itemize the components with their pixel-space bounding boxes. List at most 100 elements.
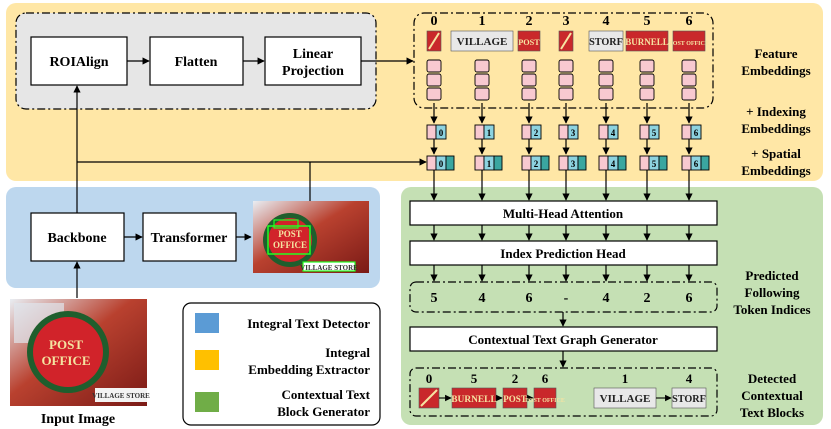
block1-index-2: 2 [512, 371, 519, 386]
token-crop-text-b1-3: POST OFFICE [525, 398, 565, 404]
spatial-emb-feature-5 [639, 155, 650, 171]
index-emb-label-1: 1 [487, 128, 492, 138]
legend-swatch-generator [195, 392, 219, 412]
index-emb-feature-5 [639, 124, 650, 140]
indexing-embeddings-label-1: + Indexing [746, 104, 806, 119]
token-index-5: 5 [644, 14, 651, 29]
index-emb-index-5 [648, 124, 660, 140]
feature-cell-6-0 [681, 59, 697, 73]
linear-projection-block [264, 36, 362, 86]
token-crop-text-b1-2: POST [503, 394, 527, 404]
feature-cell-1-1 [474, 73, 490, 87]
feature-cell-3-2 [558, 87, 574, 101]
token-crop-b2-0: VILLAGE [593, 387, 657, 409]
feature-cell-3-0 [558, 59, 574, 73]
backbone-label: Backbone [47, 231, 106, 246]
svg-text:OFFICE: OFFICE [273, 240, 307, 250]
index-emb-label-6: 6 [694, 128, 699, 138]
feature-cell-6-1 [681, 73, 697, 87]
predicted-index-4: 4 [603, 291, 610, 306]
spatial-emb-label-5: 5 [652, 159, 657, 169]
index-emb-label-0: 0 [439, 128, 444, 138]
legend-label-detector: Integral Text Detector [247, 316, 370, 331]
token-crop-b1-1: BURNELL [451, 387, 497, 409]
spatial-emb-spatial-3 [577, 155, 587, 171]
token-crop-6: POST OFFICE [669, 30, 709, 52]
spatial-emb-label-3: 3 [571, 159, 576, 169]
predicted-indices-label-1: Predicted [745, 268, 799, 283]
feature-cell-3-1 [558, 73, 574, 87]
token-crop-text-1: VILLAGE [457, 36, 508, 48]
token-index-0: 0 [431, 14, 438, 29]
indexing-embeddings-label-2: Embeddings [741, 121, 810, 136]
linear-projection-label-2: Projection [282, 64, 344, 79]
feature-cell-2-0 [521, 59, 537, 73]
feature-cell-2-1 [521, 73, 537, 87]
spatial-emb-feature-4 [598, 155, 609, 171]
token-crop-text-b2-1: STORF [672, 394, 706, 405]
token-crop-b1-3: POST OFFICE [525, 387, 565, 409]
spatial-emb-label-6: 6 [694, 159, 699, 169]
spatial-emb-label-0: 0 [439, 159, 444, 169]
index-emb-feature-3 [558, 124, 569, 140]
legend-label-generator-1: Contextual Text [282, 387, 371, 402]
svg-text:POST: POST [278, 229, 302, 239]
index-emb-label-4: 4 [611, 128, 616, 138]
token-index-3: 3 [563, 14, 570, 29]
spatial-emb-feature-0 [426, 155, 437, 171]
index-emb-index-3 [567, 124, 579, 140]
index-emb-feature-4 [598, 124, 609, 140]
detected-blocks-panel [409, 367, 718, 417]
token-crop-text-b2-0: VILLAGE [600, 393, 651, 405]
feature-cell-2-2 [521, 87, 537, 101]
spatial-emb-label-4: 4 [611, 159, 616, 169]
spatial-emb-feature-3 [558, 155, 569, 171]
detected-blocks-label-2: Contextual [741, 388, 803, 403]
feature-cell-1-0 [474, 59, 490, 73]
legend-label-extractor-1: Integral [325, 345, 370, 360]
spatial-emb-spatial-1 [493, 155, 503, 171]
index-emb-feature-1 [474, 124, 485, 140]
multi-head-attention-block [409, 200, 718, 226]
spatial-emb-spatial-6 [700, 155, 710, 171]
predicted-index-1: 4 [479, 291, 486, 306]
feature-cell-4-0 [598, 59, 614, 73]
block2-index-0: 1 [622, 371, 629, 386]
token-index-2: 2 [526, 14, 533, 29]
transformer-block [142, 212, 237, 262]
index-emb-feature-0 [426, 124, 437, 140]
flatten-label: Flatten [175, 55, 218, 70]
token-crop-text-4: STORF [589, 37, 623, 48]
index-emb-index-4 [607, 124, 619, 140]
index-emb-label-5: 5 [652, 128, 657, 138]
index-emb-feature-6 [681, 124, 692, 140]
predicted-indices-panel [409, 281, 718, 313]
token-index-4: 4 [603, 14, 610, 29]
spatial-emb-feature-1 [474, 155, 485, 171]
predicted-index-5: 2 [644, 291, 651, 306]
index-prediction-head-label: Index Prediction Head [500, 246, 626, 261]
spatial-embeddings-label-2: Embeddings [741, 163, 810, 178]
token-crop-text-2: POST [518, 38, 540, 47]
legend-label-extractor-2: Embedding Extractor [248, 362, 370, 377]
token-crop-4: STORF [588, 30, 624, 52]
input-sign-text-1: POST [49, 337, 83, 352]
feature-cell-0-1 [426, 73, 442, 87]
input-image-caption: Input Image [41, 412, 115, 427]
index-emb-index-0 [435, 124, 447, 140]
spatial-emb-spatial-4 [617, 155, 627, 171]
feature-cell-5-2 [639, 87, 655, 101]
input-image: POST OFFICE VILLAGE STORE [10, 299, 150, 406]
index-emb-index-2 [530, 124, 542, 140]
predicted-index-3: - [564, 291, 569, 306]
spatial-emb-feature-2 [521, 155, 532, 171]
spatial-emb-label-2: 2 [534, 159, 539, 169]
predicted-index-0: 5 [431, 291, 438, 306]
block1-index-3: 6 [542, 371, 549, 386]
block1-index-1: 5 [471, 371, 478, 386]
token-crop-text-b1-1: BURNELL [451, 395, 496, 405]
token-crop-text-6: POST OFFICE [669, 41, 709, 47]
flatten-block [149, 36, 244, 86]
